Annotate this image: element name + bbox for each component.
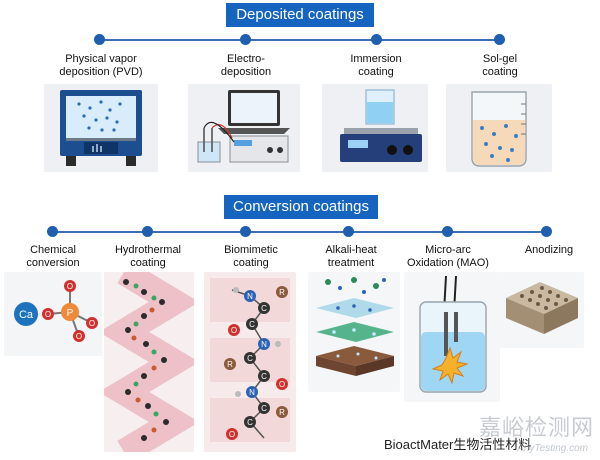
layered-surface-icon <box>308 272 400 392</box>
timeline-node <box>94 34 105 45</box>
r-group-label: R <box>227 360 233 369</box>
c-atom-label: C <box>261 372 267 381</box>
r-group-label: R <box>279 408 285 417</box>
mao-electrolytic-cell-icon <box>404 272 500 402</box>
timeline-node <box>142 226 153 237</box>
c-atom-label: C <box>261 304 267 313</box>
timeline-node <box>442 226 453 237</box>
o-atom-label: O <box>231 326 237 335</box>
c-atom-label: C <box>247 418 253 427</box>
deposited-timeline <box>100 39 500 41</box>
brand-caption: BioactMater生物活性材料 <box>384 437 532 452</box>
pvd-label: Physical vapor deposition (PVD) <box>59 53 143 78</box>
chemical-conversion-label: Chemical conversion <box>26 244 80 269</box>
biomimetic-label: Biomimetic coating <box>224 244 278 269</box>
immersion-label: Immersion coating <box>350 53 402 78</box>
hydrothermal-lattice-icon <box>104 272 194 452</box>
o-atom-label: O <box>67 282 73 291</box>
ca-atom-label: Ca <box>19 309 34 321</box>
timeline-node <box>240 34 251 45</box>
alkali-heat-label: Alkali-heat treatment <box>325 244 377 269</box>
o-atom-label: O <box>76 332 82 341</box>
porous-oxide-icon <box>500 272 584 348</box>
deposited-coatings-title: Deposited coatings <box>226 3 374 27</box>
watermark-text: 嘉峪检测网 <box>478 415 594 440</box>
peptide-chain-icon: N C R C O N C R C O N C R C O <box>204 272 296 452</box>
timeline-node <box>343 226 354 237</box>
n-atom-label: N <box>247 292 253 301</box>
timeline-node <box>240 226 251 237</box>
p-atom-label: P <box>67 308 74 319</box>
timeline-node <box>47 226 58 237</box>
timeline-node <box>494 34 505 45</box>
o-atom-label: O <box>89 319 95 328</box>
hydrothermal-label: Hydrothermal coating <box>114 244 182 269</box>
watermark-url: AnyTesting.com <box>517 443 588 454</box>
n-atom-label: N <box>261 340 267 349</box>
anodizing-label: Anodizing <box>524 244 574 256</box>
conversion-timeline <box>52 231 548 233</box>
mao-label: Micro-arc Oxidation (MAO) <box>407 244 489 269</box>
timeline-node <box>541 226 552 237</box>
c-atom-label: C <box>261 404 267 413</box>
sol-gel-label: Sol-gel coating <box>482 53 518 78</box>
o-atom-label: O <box>279 380 285 389</box>
c-atom-label: C <box>247 354 253 363</box>
pvd-chamber-icon <box>44 84 158 172</box>
timeline-node <box>371 34 382 45</box>
o-atom-label: O <box>45 310 51 319</box>
electrodeposition-setup-icon <box>188 84 300 172</box>
n-atom-label: N <box>249 388 255 397</box>
hotplate-beaker-icon <box>322 84 428 172</box>
electrodeposition-label: Electro- deposition <box>220 53 272 78</box>
sol-gel-beaker-icon <box>446 84 552 172</box>
r-group-label: R <box>279 288 285 297</box>
conversion-coatings-title: Conversion coatings <box>224 195 378 219</box>
o-atom-label: O <box>229 430 235 439</box>
c-atom-label: C <box>249 320 255 329</box>
calcium-phosphate-molecule-icon: Ca P O O O O <box>4 272 102 356</box>
